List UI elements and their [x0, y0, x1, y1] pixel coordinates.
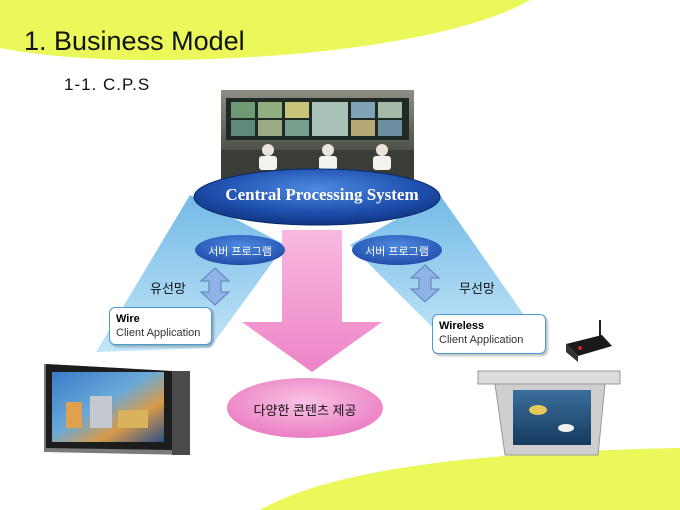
server-program-right — [352, 235, 442, 265]
central-processing-system-label: Central Processing System — [225, 185, 419, 204]
server-program-left — [195, 235, 285, 265]
wire-client-subtitle: Client Application — [116, 327, 201, 339]
content-provision-ellipse — [227, 378, 383, 438]
wireless-client-title: Wireless — [439, 320, 485, 332]
server-program-left-label: 서버 프로그램 — [208, 246, 272, 258]
section-subtitle: 1-1. C.P.S — [64, 75, 151, 94]
top-yellow-swoosh — [0, 0, 530, 61]
wireless-client-subtitle: Client Application — [439, 334, 524, 346]
wireless-client-box: Wireless Client Application — [432, 314, 546, 354]
wireless-device-image — [566, 320, 612, 362]
wired-network-label: 유선망 — [150, 281, 186, 296]
wire-client-title: Wire — [116, 313, 140, 325]
content-flow-arrow — [242, 230, 382, 372]
wired-tv-image — [44, 364, 190, 455]
wireless-double-arrow — [409, 264, 441, 303]
wire-client-box: Wire Client Application — [109, 307, 212, 345]
wired-double-arrow — [199, 267, 231, 306]
control-room-photo — [221, 90, 414, 183]
right-network-beam — [350, 195, 545, 345]
central-processing-system — [193, 168, 441, 226]
page-title: 1. Business Model — [24, 26, 245, 56]
wireless-network-label: 무선망 — [459, 281, 495, 296]
server-program-right-label: 서버 프로그램 — [365, 246, 429, 258]
bottom-yellow-swoosh — [260, 448, 680, 510]
wireless-monitor-image — [477, 370, 621, 456]
content-provision-label: 다양한 콘텐츠 제공 — [253, 403, 357, 418]
